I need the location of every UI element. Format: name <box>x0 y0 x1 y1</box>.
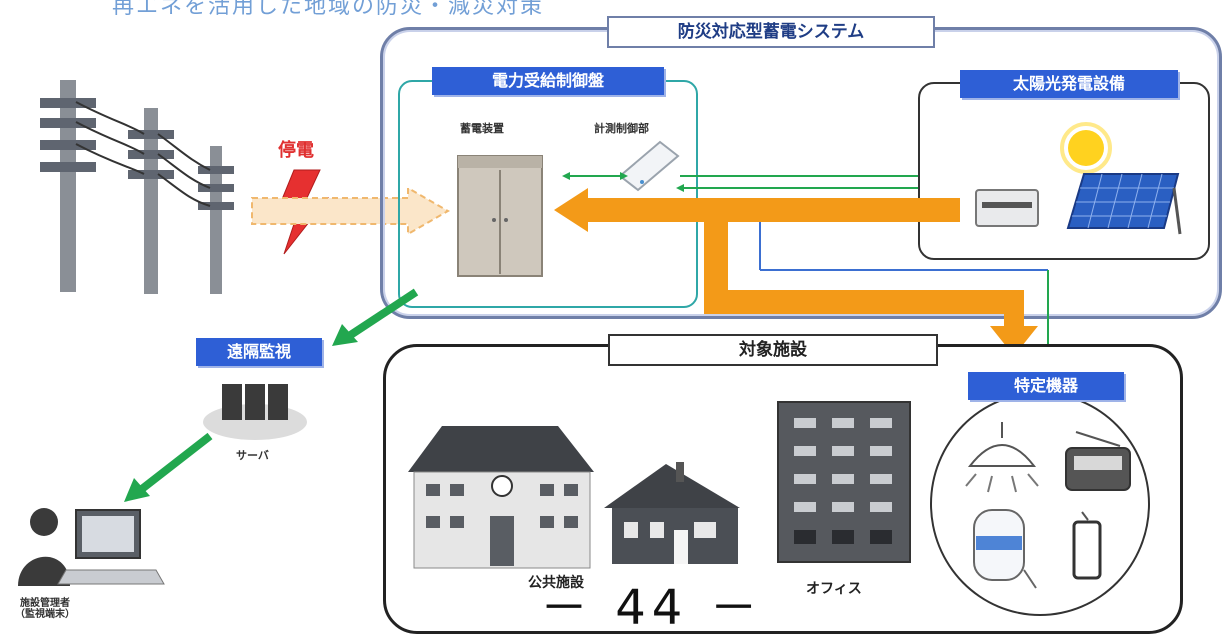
manager-sub-label: （監視端末） <box>15 609 75 620</box>
specific-devices-label: 特定機器 <box>968 372 1124 400</box>
remote-monitoring-label: 遠隔監視 <box>196 338 322 366</box>
radio-icon <box>1065 431 1131 491</box>
solar-label: 太陽光発電設備 <box>960 70 1178 98</box>
sun-icon <box>1060 122 1112 174</box>
solar-panel-icon <box>1066 173 1182 235</box>
facility-manager-icon <box>18 508 165 586</box>
house-icon <box>604 462 740 564</box>
smartphone-icon <box>1072 511 1102 580</box>
power-flow-arrows <box>554 188 1049 356</box>
water-heater-icon <box>973 509 1037 589</box>
page-number: － 44 － <box>540 580 764 636</box>
public-building-icon <box>408 426 594 569</box>
specific-devices-circle <box>930 392 1150 616</box>
remote-arrow-bottom <box>124 432 213 502</box>
office-label: オフィス <box>806 581 862 597</box>
server-label: サーバ <box>236 449 269 462</box>
control-unit-label: 計測制御部 <box>594 122 649 135</box>
ceiling-light-icon <box>965 422 1039 493</box>
storage-device-label: 蓄電装置 <box>460 122 504 135</box>
outage-label: 停電 <box>278 140 314 161</box>
signal-lines <box>562 172 956 192</box>
system-title: 防災対応型蓄電システム <box>607 16 935 48</box>
office-building-icon <box>777 401 911 563</box>
header-text: 再エネを活用した地域の防災・減災対策 <box>112 0 545 19</box>
remote-arrow-top <box>332 288 419 346</box>
manager-label: 施設管理者 <box>20 598 70 609</box>
server-icon <box>203 384 307 440</box>
control-unit-icon <box>618 140 680 192</box>
utility-poles-icon <box>40 80 234 294</box>
public-facility-label: 公共施設 <box>528 575 584 591</box>
storage-battery-icon <box>457 155 543 277</box>
power-conditioner-icon <box>975 189 1039 227</box>
target-title: 対象施設 <box>608 334 938 366</box>
power-panel-label: 電力受給制御盤 <box>432 67 664 95</box>
